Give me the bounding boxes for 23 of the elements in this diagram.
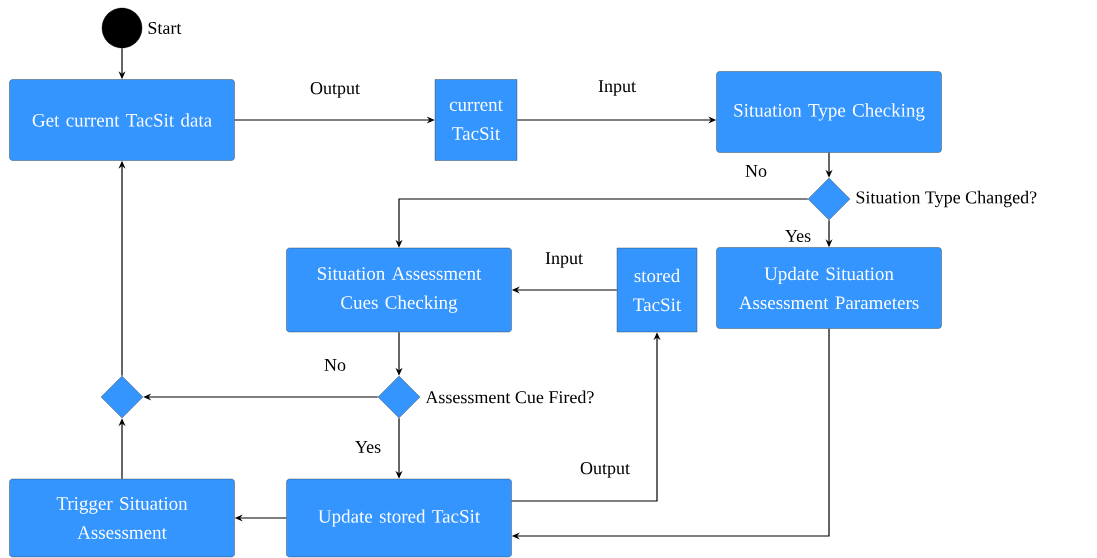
data-box: stored TacSit	[616, 247, 698, 333]
edge-label: Output	[309, 81, 361, 99]
edge-label: Output	[579, 461, 631, 479]
node-caption: Assessment Cue Fired?	[425, 390, 594, 404]
decision-diamond	[807, 177, 851, 221]
edge-label: No	[744, 164, 768, 178]
process-box: Situation Assessment Cues Checking	[286, 247, 512, 333]
edge-label: No	[323, 358, 347, 372]
data-box: current TacSit	[434, 79, 518, 161]
node-caption: Start	[148, 21, 182, 35]
edge-label: Input	[544, 251, 584, 269]
start-circle	[101, 7, 143, 49]
edge-label: Input	[597, 79, 637, 97]
process-box: Update stored TacSit	[286, 478, 512, 558]
edge-label: Yes	[783, 229, 813, 243]
process-box: Update Situation Assessment Parameters	[716, 247, 942, 329]
edge-label: Yes	[353, 440, 383, 454]
process-box: Situation Type Checking	[716, 71, 942, 153]
process-box: Trigger Situation Assessment	[9, 478, 235, 558]
decision-diamond	[377, 375, 421, 419]
decision-diamond	[100, 375, 144, 419]
node-caption: Situation Type Changed?	[856, 190, 1037, 208]
process-box: Get current TacSit data	[9, 79, 235, 161]
